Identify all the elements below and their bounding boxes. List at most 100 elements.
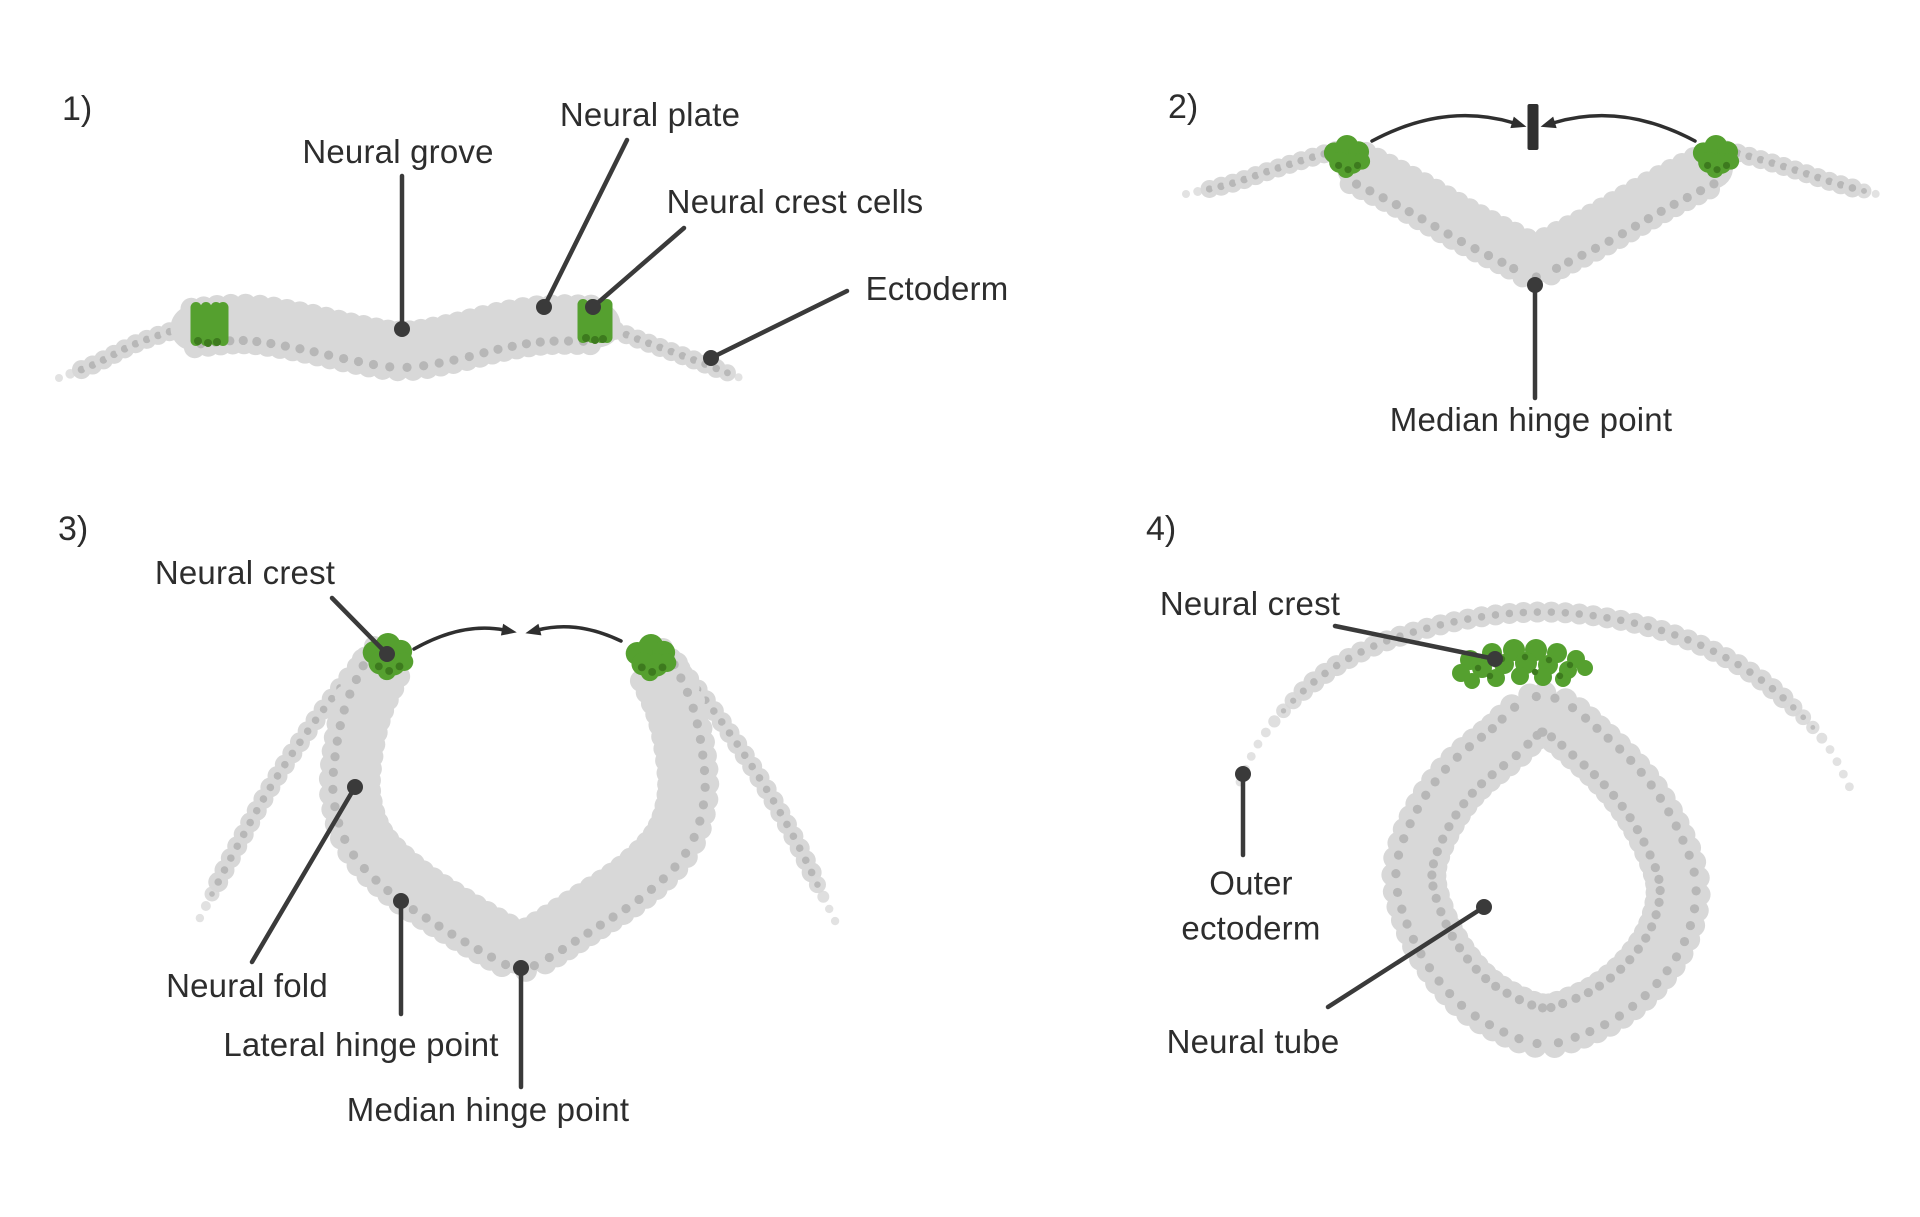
cell-nucleus xyxy=(1308,153,1317,162)
ectoderm-cell xyxy=(1193,187,1203,196)
cell-nucleus xyxy=(529,960,539,971)
cell-nucleus xyxy=(319,705,328,714)
cell-nucleus xyxy=(1357,648,1365,656)
cell-nucleus xyxy=(1476,732,1487,742)
cell-nucleus xyxy=(1470,1011,1480,1021)
cell-nucleus xyxy=(1491,981,1501,991)
ectoderm-cell xyxy=(734,373,743,382)
cell-nucleus xyxy=(678,351,687,360)
cell-nucleus xyxy=(1626,755,1636,765)
cell-nucleus xyxy=(1523,739,1533,749)
cell-nucleus xyxy=(1470,244,1480,254)
cell-nucleus xyxy=(608,912,618,922)
cell-nucleus xyxy=(658,874,668,884)
label-neural-crest-p3: Neural crest xyxy=(154,554,336,591)
cell-nucleus xyxy=(1603,614,1611,622)
cell-nucleus xyxy=(1553,1038,1564,1048)
cell-nucleus xyxy=(1459,799,1469,809)
leader-dot xyxy=(347,779,363,795)
panel-1-number: 1) xyxy=(62,90,93,128)
cell-nucleus xyxy=(1408,934,1419,944)
cell-nucleus xyxy=(1263,167,1271,176)
cell-nucleus xyxy=(622,330,631,339)
cell-nucleus xyxy=(142,335,151,344)
cell-nucleus xyxy=(712,364,721,373)
cell-nucleus xyxy=(1609,790,1619,800)
cell-nucleus xyxy=(131,339,140,348)
cell-nucleus xyxy=(473,944,483,955)
cell-nucleus xyxy=(544,952,554,963)
cell-nucleus xyxy=(1630,221,1641,231)
cell-nucleus xyxy=(1444,822,1454,832)
panel-2-number: 2) xyxy=(1168,88,1199,126)
cell-nucleus xyxy=(1491,611,1500,619)
cell-nucleus xyxy=(1205,185,1214,193)
cell-nucleus xyxy=(1441,919,1451,929)
cell-nucleus xyxy=(740,751,749,760)
ectoderm-cell xyxy=(1816,732,1828,744)
ectoderm-cell xyxy=(1253,739,1263,749)
cell-nucleus xyxy=(1497,714,1507,724)
cell-nucleus xyxy=(239,830,248,839)
cell-nucleus xyxy=(1431,893,1441,903)
cell-nucleus xyxy=(1290,697,1297,704)
cell-nucleus xyxy=(1436,907,1446,917)
cell-nucleus xyxy=(1652,978,1662,989)
cell-nucleus xyxy=(1393,850,1404,860)
cell-nucleus xyxy=(227,854,235,862)
neural-crest-cells xyxy=(1472,658,1492,678)
cell-nucleus xyxy=(1547,608,1556,616)
cell-nucleus xyxy=(695,816,705,826)
cell-nucleus xyxy=(353,356,364,367)
cell-nucleus xyxy=(1430,221,1440,232)
cell-nucleus xyxy=(644,339,653,348)
arrowhead xyxy=(1510,116,1527,129)
cell-nucleus xyxy=(814,881,821,888)
cell-nucleus xyxy=(252,806,261,815)
cell-nucleus xyxy=(273,772,282,780)
cell-nucleus xyxy=(689,832,699,843)
cell-nucleus xyxy=(1563,257,1574,267)
cell-nucleus xyxy=(762,785,771,794)
cell-nucleus xyxy=(1656,206,1666,216)
cell-nucleus xyxy=(209,891,215,897)
cell-nucleus xyxy=(1615,744,1625,754)
ectoderm-cell xyxy=(195,913,205,923)
cell-nucleus xyxy=(252,336,262,347)
cell-nucleus xyxy=(1789,704,1797,711)
arrowhead xyxy=(500,623,517,636)
cell-nucleus xyxy=(1532,1038,1542,1049)
cell-nucleus xyxy=(795,844,804,852)
cell-nucleus xyxy=(1697,641,1705,650)
cell-nucleus xyxy=(1464,615,1472,623)
cell-nucleus xyxy=(1684,850,1694,860)
ectoderm-cell xyxy=(1871,189,1880,198)
cell-nucleus xyxy=(1671,631,1679,639)
cell-nucleus xyxy=(1297,156,1305,165)
cell-nucleus xyxy=(447,929,457,939)
cell-nucleus xyxy=(1722,653,1730,662)
leader-dot xyxy=(1527,277,1543,293)
cell-nucleus xyxy=(1412,804,1422,814)
cell-nucleus xyxy=(1604,236,1614,246)
cell-nucleus xyxy=(1456,1000,1467,1010)
cell-nucleus xyxy=(1477,612,1486,621)
cell-nucleus xyxy=(1370,642,1378,650)
cell-nucleus xyxy=(621,903,631,914)
cell-nucleus xyxy=(1351,179,1362,189)
cell-nucleus xyxy=(1421,790,1431,800)
cell-nucleus xyxy=(1779,162,1788,171)
cell-nucleus xyxy=(1487,770,1497,780)
cell-nucleus xyxy=(698,800,709,810)
cell-nucleus xyxy=(1616,964,1626,974)
label-lateral-hinge-point: Lateral hinge point xyxy=(223,1026,499,1063)
cell-nucleus xyxy=(656,343,664,352)
cell-nucleus xyxy=(1600,1020,1610,1030)
movement-arrow xyxy=(412,626,506,651)
cell-nucleus xyxy=(692,719,702,729)
panel-3-number: 3) xyxy=(58,510,89,548)
cell-nucleus xyxy=(120,345,129,353)
cell-nucleus xyxy=(1768,684,1777,693)
neural-crest-cells xyxy=(217,302,229,346)
